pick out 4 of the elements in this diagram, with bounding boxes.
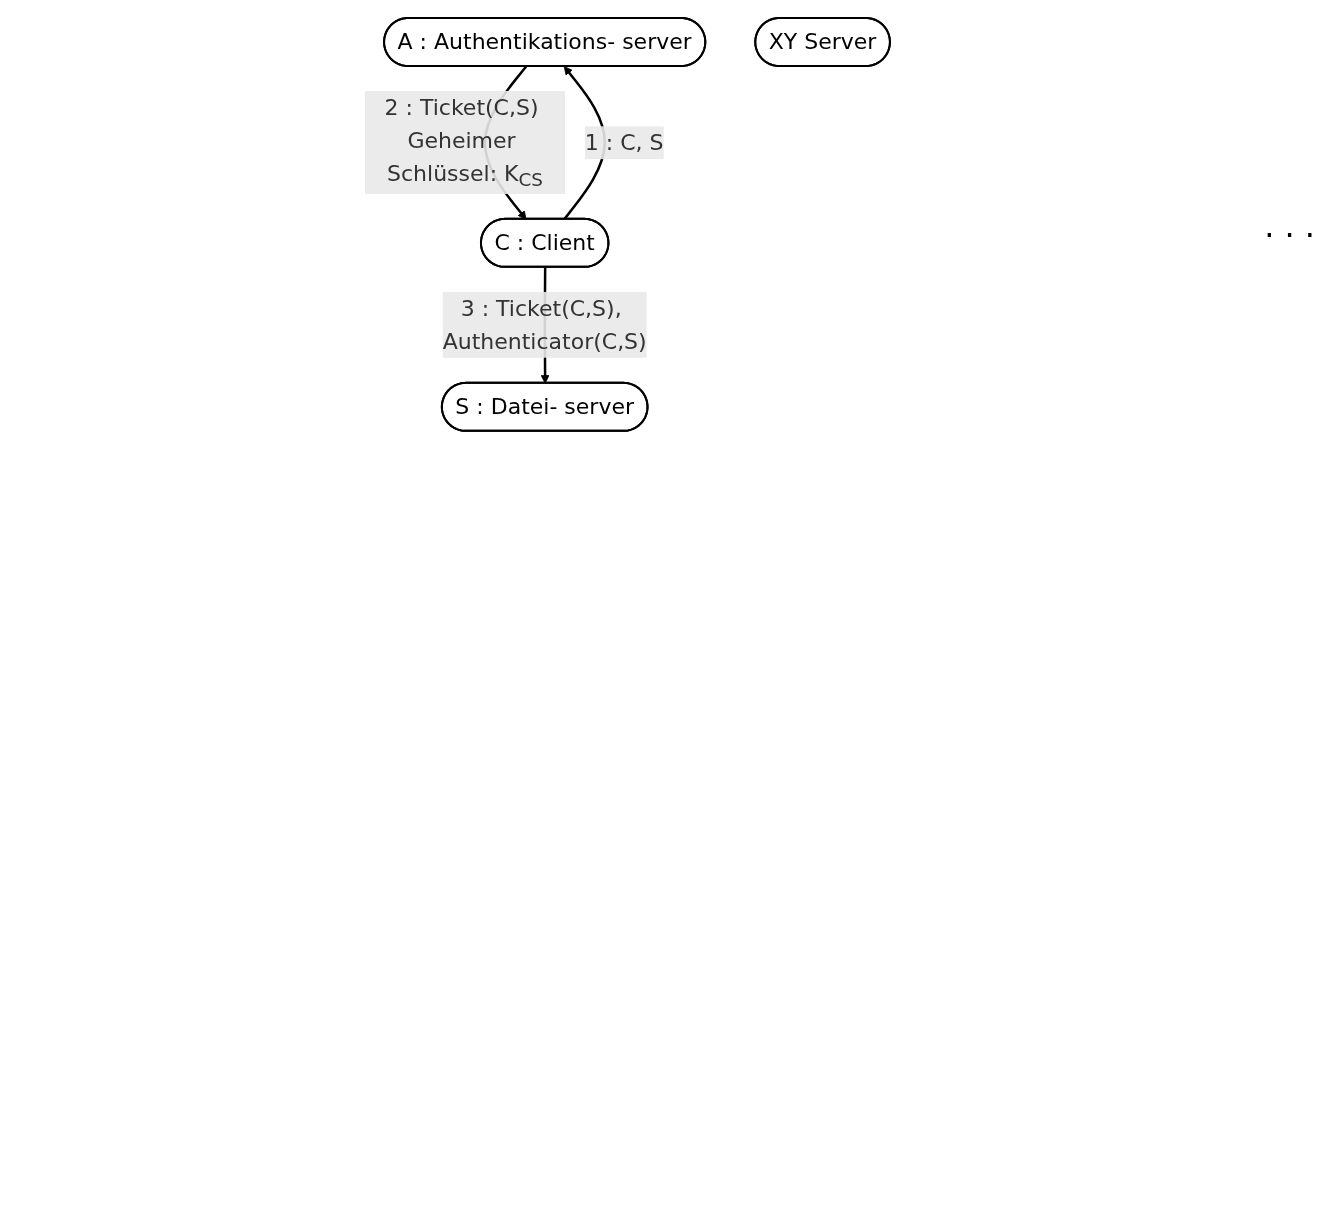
ellipsis-note: . . . (1264, 207, 1315, 246)
edge-label: 1 : C, S (584, 130, 664, 156)
edge-label: 3 : Ticket(C,S), Authenticator(C,S) (442, 295, 647, 354)
edge-label: 2 : Ticket(C,S) Geheimer Schlüssel: K$_{CS}$ (384, 95, 543, 191)
